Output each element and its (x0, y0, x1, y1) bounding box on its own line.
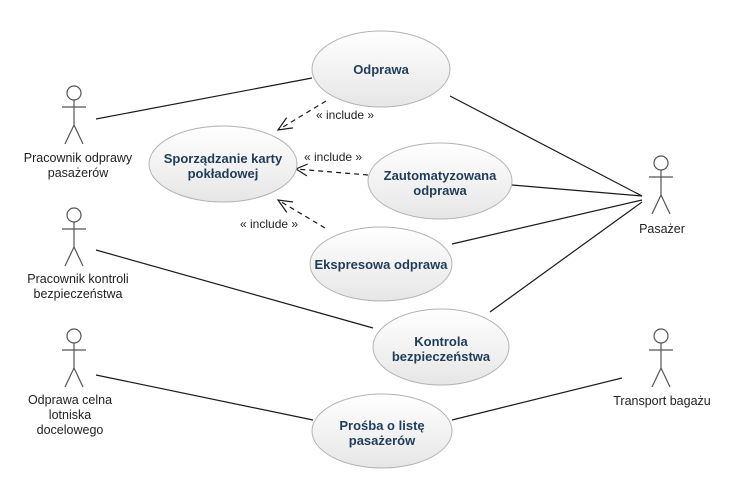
assoc-pasazer-zautomatyzowana (511, 184, 643, 197)
use-case-ekspresowa-odprawa[interactable] (309, 226, 453, 302)
use-case-prosba-o-liste[interactable] (311, 393, 453, 469)
use-case-label: pasażerów (349, 433, 416, 448)
assoc-pasazer-kontrola (489, 201, 643, 313)
include-arrowhead-ekspresowa (276, 199, 294, 213)
assoc-pasazer-odprawa (449, 95, 643, 197)
use-case-label: Ekspresowa odprawa (315, 257, 449, 272)
assoc-transport-prosba (451, 377, 623, 421)
use-case-zautomatyzowana-odprawa[interactable] (367, 142, 513, 220)
include-arrow-ekspresowa (277, 199, 326, 229)
use-case-label: Sporządzanie karty (164, 151, 283, 166)
include-arrowhead-odprawa (276, 117, 293, 131)
assoc-odprawa-celna-prosba (95, 374, 314, 421)
actor-label: pasażerów (48, 166, 109, 180)
actor-transport-bagazu-icon (649, 328, 673, 388)
use-case-kontrola-bezpieczenstwa[interactable] (372, 308, 510, 386)
actor-pracownik-kontroli-icon (62, 207, 86, 267)
use-case-label: odprawa (413, 183, 467, 198)
actor-label: Pracownik kontroli (27, 272, 128, 286)
use-case-label: pokładowej (188, 166, 259, 181)
include-label-3: « include » (240, 217, 298, 231)
use-case-label: Prośba o listę (339, 418, 424, 433)
actor-label: Odprawa celna (28, 393, 112, 407)
actor-label: Transport bagażu (613, 394, 711, 408)
use-case-label: Kontrola (414, 334, 468, 349)
include-arrow-odprawa (277, 100, 327, 131)
use-case-sporzadzanie-karty[interactable] (148, 125, 298, 203)
use-case-label: bezpieczeństwa (392, 349, 491, 364)
include-label-2: « include » (304, 150, 362, 164)
actor-odprawa-celna-icon (62, 328, 86, 388)
actor-label: lotniska (49, 408, 91, 422)
actor-label: docelowego (37, 423, 104, 437)
actor-label: Pracownik odprawy (24, 151, 133, 165)
use-case-odprawa[interactable] (311, 30, 451, 108)
include-arrow-zautomatyzowana (295, 168, 369, 176)
actor-pasazer-icon (649, 155, 673, 215)
assoc-pasazer-ekspresowa (451, 199, 643, 245)
actor-label: bezpieczeństwa (34, 287, 123, 301)
actor-pracownik-odprawy-icon (62, 85, 86, 145)
assoc-pracownik-odprawy-odprawa (95, 77, 313, 120)
use-case-label: Zautomatyzowana (384, 168, 497, 183)
assoc-pracownik-kontroli-kontrola (95, 249, 374, 329)
actor-label: Pasażer (639, 222, 685, 236)
use-case-label: Odprawa (353, 62, 409, 77)
include-label-1: « include » (316, 108, 374, 122)
